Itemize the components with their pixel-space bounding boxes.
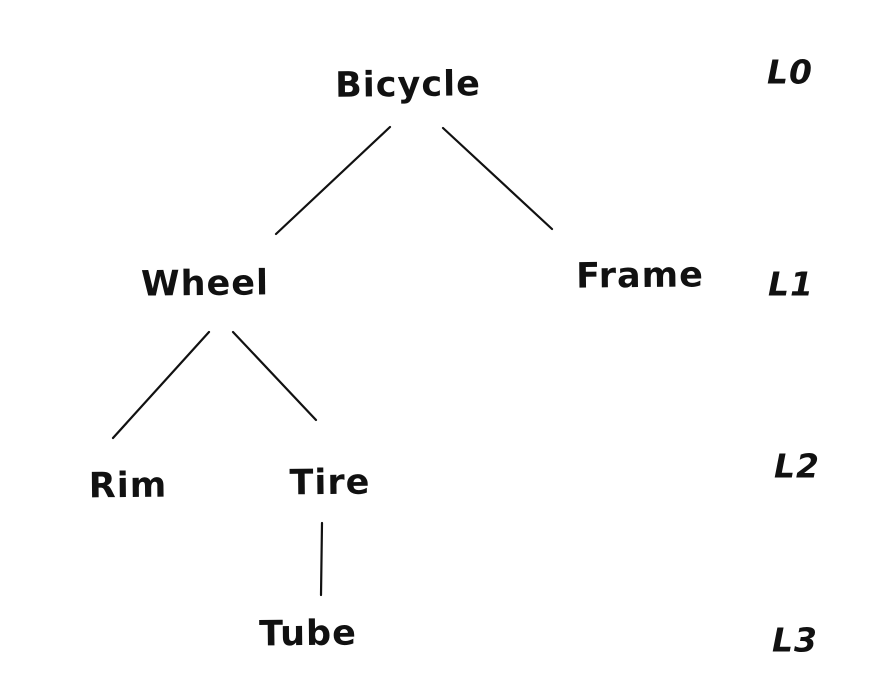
node-tire: Tire: [289, 462, 371, 504]
edge-tire-tube: [319, 521, 324, 597]
level-label-l0: L0: [767, 52, 813, 92]
level-label-l1: L1: [768, 264, 814, 304]
edge-wheel-rim: [111, 330, 211, 440]
edge-wheel-tire: [231, 330, 318, 422]
edge-bicycle-wheel: [274, 125, 392, 236]
node-bicycle: Bicycle: [334, 64, 482, 106]
node-frame: Frame: [575, 255, 705, 297]
node-wheel: Wheel: [140, 263, 270, 305]
node-rim: Rim: [88, 465, 168, 507]
node-tube: Tube: [258, 613, 358, 655]
level-label-l3: L3: [772, 620, 818, 660]
edge-bicycle-frame: [441, 126, 554, 231]
level-label-l2: L2: [774, 446, 820, 486]
